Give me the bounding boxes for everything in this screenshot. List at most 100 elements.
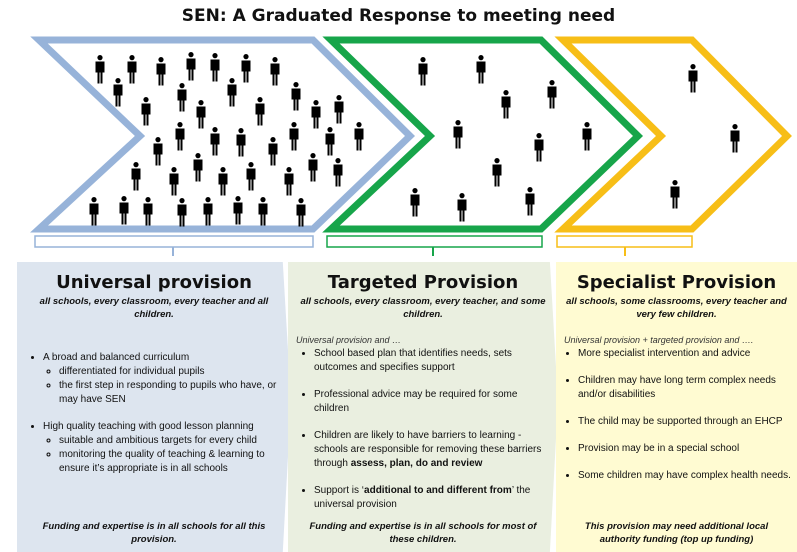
specialist-bracket [556, 235, 693, 248]
person-icon [730, 124, 740, 153]
person-icon [291, 82, 301, 111]
bullet-list: School based plan that identifies needs,… [288, 347, 558, 512]
item-text: Children are likely to have barriers to … [314, 430, 542, 469]
list-item: Children may have long term complex need… [578, 374, 791, 402]
person-icon [193, 153, 203, 182]
targeted-bracket [326, 235, 543, 248]
item-text: ’ the universal provision [314, 485, 531, 510]
panel-subtitle: all schools, every classroom, every teac… [300, 296, 546, 320]
person-icon [476, 55, 486, 84]
person-icon [210, 53, 220, 82]
list-item: A broad and balanced curriculum differen… [43, 351, 285, 407]
person-icon [141, 97, 151, 126]
panel-heading: Specialist Provision [576, 272, 777, 293]
person-icon [534, 133, 544, 162]
person-icon [547, 80, 557, 109]
person-icon [175, 122, 185, 151]
person-icon [333, 158, 343, 187]
sub-item: the first step in responding to pupils w… [59, 379, 279, 407]
list-item: More specialist intervention and advice [578, 347, 791, 361]
panel-footer: Funding and expertise is in all schools … [42, 521, 266, 545]
person-icon [236, 128, 246, 157]
person-icon [582, 122, 592, 151]
list-item: Children are likely to have barriers to … [314, 429, 552, 471]
person-icon [410, 188, 420, 217]
panel-subtitle: all schools, some classrooms, every teac… [566, 296, 787, 320]
targeted-provision-panel: Targeted Provision all schools, every cl… [288, 262, 558, 552]
list-item: Provision may be in a special school [578, 442, 791, 456]
person-icon [186, 52, 196, 81]
person-icon [255, 97, 265, 126]
person-icon [131, 162, 141, 191]
person-icon [177, 198, 187, 227]
person-icon [233, 196, 243, 225]
bullet-list: A broad and balanced curriculum differen… [17, 351, 291, 476]
panel-intro: Universal provision and … [296, 335, 402, 345]
person-icon [119, 196, 129, 225]
list-item: Some children may have complex health ne… [578, 469, 791, 483]
person-icon [418, 57, 428, 86]
person-icon [457, 193, 467, 222]
item-text: A broad and balanced curriculum [43, 352, 190, 363]
person-icon [325, 127, 335, 156]
panel-intro: Universal provision + targeted provision… [564, 335, 754, 345]
person-icon [270, 57, 280, 86]
universal-provision-panel: Universal provision all schools, every c… [17, 262, 291, 552]
person-icon [89, 197, 99, 226]
person-icon [196, 100, 206, 129]
person-icon [143, 197, 153, 226]
person-icon [227, 78, 237, 107]
bullet-list: More specialist intervention and advice … [556, 347, 797, 483]
panel-subtitle: all schools, every classroom, every teac… [39, 296, 269, 320]
person-icon [210, 127, 220, 156]
person-icon [453, 120, 463, 149]
item-emphasis: additional to and different from [364, 485, 512, 496]
person-icon [218, 167, 228, 196]
person-icon [156, 57, 166, 86]
person-icon [95, 55, 105, 84]
diagram-title: SEN: A Graduated Response to meeting nee… [181, 6, 616, 26]
person-icon [354, 122, 364, 151]
list-item: Professional advice may be required for … [314, 388, 552, 416]
person-icon [308, 153, 318, 182]
person-icon [334, 95, 344, 124]
person-icon [289, 122, 299, 151]
person-icon [670, 180, 680, 209]
panel-heading: Targeted Provision [327, 272, 519, 293]
person-icon [258, 197, 268, 226]
universal-chevron [30, 36, 416, 233]
graduated-response-chevrons [30, 36, 792, 256]
person-icon [153, 137, 163, 166]
list-item: School based plan that identifies needs,… [314, 347, 552, 375]
person-icon [688, 64, 698, 93]
list-item: The child may be supported through an EH… [578, 415, 791, 429]
item-text: High quality teaching with good lesson p… [43, 421, 254, 432]
person-icon [284, 167, 294, 196]
sub-item: differentiated for individual pupils [59, 365, 279, 379]
list-item: High quality teaching with good lesson p… [43, 420, 285, 476]
panel-footer: This provision may need additional local… [584, 521, 769, 545]
person-icon [246, 162, 256, 191]
panel-footer: Funding and expertise is in all schools … [309, 521, 537, 545]
person-icon [127, 55, 137, 84]
list-item: Support is ‘additional to and different … [314, 484, 552, 512]
item-emphasis: assess, plan, do and review [350, 458, 483, 469]
person-icon [241, 54, 251, 83]
specialist-provision-panel: Specialist Provision all schools, some c… [556, 262, 797, 552]
item-text: Support is ‘ [314, 485, 365, 496]
person-icon [113, 78, 123, 107]
person-icon [169, 167, 179, 196]
person-icon [311, 100, 321, 129]
person-icon [203, 197, 213, 226]
panel-heading: Universal provision [56, 272, 252, 293]
sub-item: suitable and ambitious targets for every… [59, 434, 279, 448]
targeted-chevron [322, 36, 644, 233]
universal-bracket [34, 235, 314, 248]
specialist-chevron [554, 36, 792, 233]
sub-item: monitoring the quality of teaching & lea… [59, 448, 279, 476]
person-icon [177, 83, 187, 112]
person-icon [268, 137, 278, 166]
person-icon [492, 158, 502, 187]
person-icon [525, 187, 535, 216]
person-icon [296, 198, 306, 227]
